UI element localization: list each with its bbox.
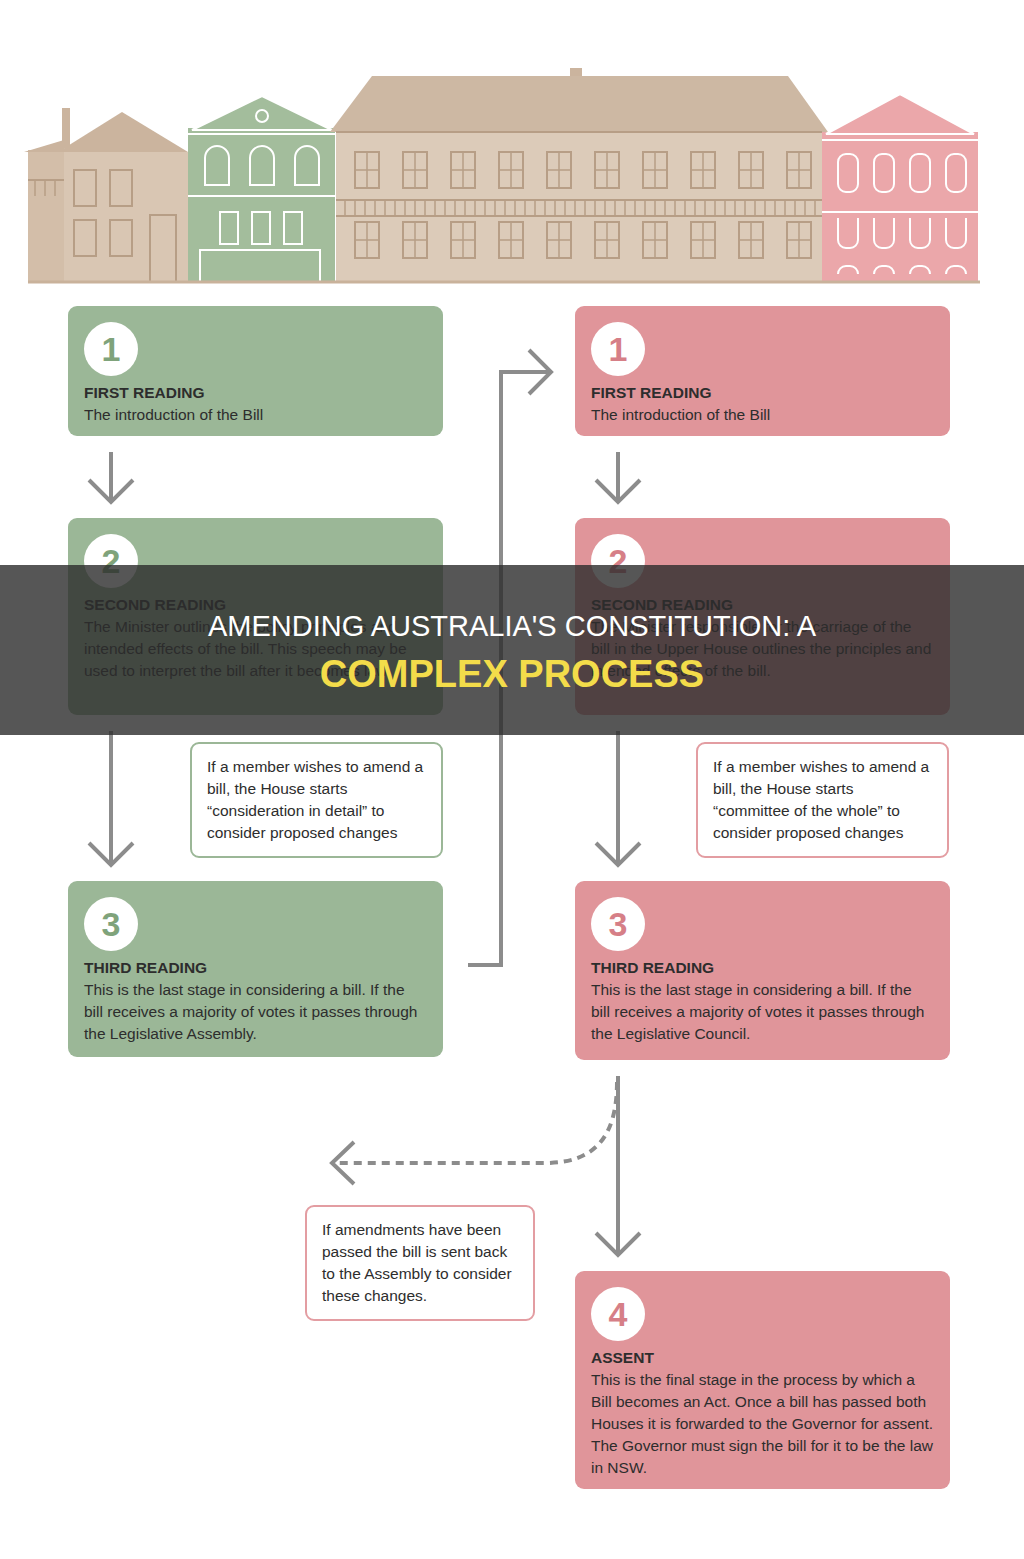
house-left xyxy=(24,108,190,282)
illustration-part xyxy=(345,218,815,270)
illustration-part xyxy=(200,250,320,282)
arrow-head xyxy=(596,843,640,865)
step-heading: FIRST READING xyxy=(591,382,934,404)
building-green xyxy=(188,96,335,282)
illustration-part xyxy=(74,170,96,206)
step-number: 3 xyxy=(102,907,121,941)
note-text: If a member wishes to amend a bill, the … xyxy=(713,756,932,844)
illustration-part xyxy=(74,220,96,256)
illustration-part xyxy=(832,218,976,274)
step-heading: THIRD READING xyxy=(84,957,427,979)
ground-line xyxy=(28,281,980,284)
step-number: 3 xyxy=(609,907,628,941)
flow-line xyxy=(616,731,620,865)
step-number: 1 xyxy=(102,332,121,366)
illustration-part xyxy=(188,195,335,197)
note-box: If a member wishes to amend a bill, the … xyxy=(696,742,949,858)
return-arrow xyxy=(332,1082,617,1184)
illustration-part xyxy=(336,132,822,282)
step-number-circle: 3 xyxy=(84,897,138,951)
illustration-part xyxy=(822,139,978,141)
illustration-part xyxy=(110,170,132,206)
building-pink xyxy=(822,94,978,282)
step-number: 4 xyxy=(609,1297,628,1331)
illustration-part xyxy=(60,152,190,282)
flow-line xyxy=(616,1076,620,1255)
illustration-part xyxy=(336,215,822,217)
illustration-part xyxy=(256,110,268,122)
illustration-part xyxy=(336,199,822,201)
illustration-part xyxy=(188,128,335,282)
note-box: If amendments have been passed the bill … xyxy=(305,1205,535,1321)
illustration-part xyxy=(336,131,822,133)
illustration-part xyxy=(334,1082,617,1163)
flow-arrow xyxy=(596,1076,640,1255)
illustration-part xyxy=(28,180,64,196)
process-box: FIRST READINGThe introduction of the Bil… xyxy=(575,306,950,436)
illustration-part xyxy=(58,112,188,152)
illustration-part xyxy=(28,179,64,181)
step-description: The introduction of the Bill xyxy=(84,404,427,426)
flow-line xyxy=(616,452,620,502)
step-description: This is the last stage in considering a … xyxy=(84,979,427,1045)
illustration-part xyxy=(832,150,976,206)
illustration-part xyxy=(822,211,978,213)
step-heading: THIRD READING xyxy=(591,957,934,979)
illustration-part xyxy=(110,220,132,256)
arrow-head xyxy=(89,480,133,502)
note-text: If a member wishes to amend a bill, the … xyxy=(207,756,426,844)
step-description: The introduction of the Bill xyxy=(591,404,934,426)
note-text: If amendments have been passed the bill … xyxy=(322,1219,518,1307)
arrow-head xyxy=(529,350,551,394)
illustration-part xyxy=(150,215,176,282)
process-box: THIRD READINGThis is the last stage in c… xyxy=(575,881,950,1060)
step-description: This is the last stage in considering a … xyxy=(591,979,934,1045)
arrow-head xyxy=(89,843,133,865)
step-number-circle: 3 xyxy=(591,897,645,951)
title-band: AMENDING AUSTRALIA'S CONSTITUTION: A COM… xyxy=(0,565,1024,735)
process-box: ASSENTThis is the final stage in the pro… xyxy=(575,1271,950,1489)
flow-line xyxy=(109,452,113,502)
step-number-circle: 4 xyxy=(591,1287,645,1341)
building-main xyxy=(330,68,828,282)
illustration-part xyxy=(188,133,335,135)
step-number-circle: 1 xyxy=(591,322,645,376)
illustration-part xyxy=(332,1142,354,1184)
step-heading: ASSENT xyxy=(591,1347,934,1369)
flow-arrow xyxy=(89,452,133,502)
illustration-part xyxy=(345,148,815,200)
illustration-part xyxy=(24,140,64,152)
process-box: FIRST READINGThe introduction of the Bil… xyxy=(68,306,443,436)
arrow-head xyxy=(596,1233,640,1255)
illustration-part xyxy=(330,76,828,132)
flow-arrow xyxy=(596,731,640,865)
flow-arrow xyxy=(596,452,640,502)
illustration-part xyxy=(192,96,332,130)
note-box: If a member wishes to amend a bill, the … xyxy=(190,742,443,858)
step-number: 1 xyxy=(609,332,628,366)
illustration-part xyxy=(826,94,974,134)
diagram-title: AMENDING AUSTRALIA'S CONSTITUTION: A COM… xyxy=(207,602,817,698)
illustration-part xyxy=(220,212,238,244)
step-description: This is the final stage in the process b… xyxy=(591,1369,934,1479)
flow-line xyxy=(109,731,113,865)
illustration-part xyxy=(28,150,64,282)
illustration-part xyxy=(252,212,270,244)
illustration-part xyxy=(822,132,978,282)
step-number-circle: 1 xyxy=(84,322,138,376)
step-heading: FIRST READING xyxy=(84,382,427,404)
flow-arrow xyxy=(89,731,133,865)
process-box: THIRD READINGThis is the last stage in c… xyxy=(68,881,443,1057)
illustration-part xyxy=(284,212,302,244)
arrow-head xyxy=(596,480,640,502)
illustration-part xyxy=(205,146,319,185)
illustration-part xyxy=(336,200,822,216)
